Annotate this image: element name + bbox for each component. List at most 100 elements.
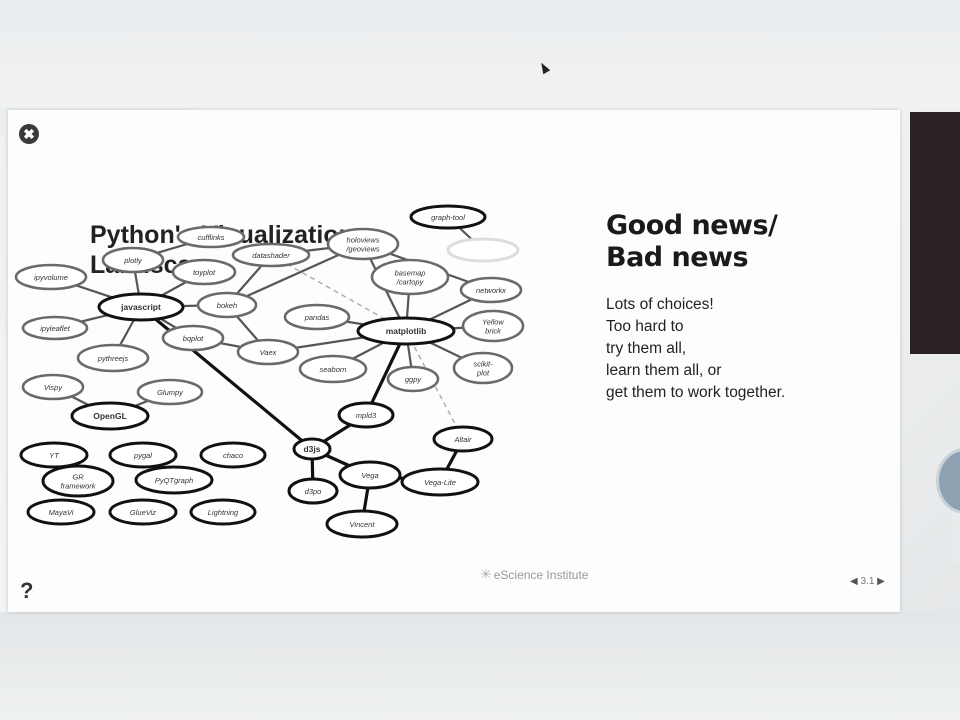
node-mayavi-shape <box>26 498 96 526</box>
node-seaborn: seaborn <box>298 354 368 384</box>
node-altair-label: Altair <box>453 435 472 444</box>
library-landscape-diagram: graph-toolcufflinksdatashaderholoviews/g… <box>14 204 525 539</box>
slide-navigation: ◀ 3.1 ▶ <box>850 576 885 587</box>
prev-slide-icon[interactable]: ◀ <box>850 576 858 587</box>
node-yellowbrick-label: brick <box>485 327 502 336</box>
node-pythreejs: pythreejs <box>76 343 150 373</box>
node-pyqtgraph-label: PyQTgraph <box>155 476 193 485</box>
node-mayavi: MayaVi <box>26 498 96 526</box>
node-grframework-label: GR <box>72 473 84 482</box>
node-ggpy-label: ggpy <box>405 375 423 384</box>
node-vaex-shape <box>236 338 300 366</box>
escience-logo: ✳eScience Institute <box>480 566 588 583</box>
node-ipyvolume-label: ipyvolume <box>34 273 68 282</box>
node-holoviews-shape <box>326 227 400 261</box>
node-yellowbrick-label: Yellow <box>482 318 504 327</box>
edge-matplotlib-altair <box>405 330 464 440</box>
node-ipyleaflet-shape <box>21 315 89 341</box>
node-vincent-shape <box>325 509 399 539</box>
edge-javascript-d3js <box>139 305 314 451</box>
node-scikitplot-label: scikit- <box>473 360 493 369</box>
node-matplotlib: matplotlib <box>356 316 456 346</box>
node-ggpy-shape <box>386 365 440 393</box>
node-networkx-label: networkx <box>476 286 506 295</box>
node-vega: Vega <box>338 460 402 490</box>
node-pandas-label: pandas <box>304 313 330 322</box>
node-opengl: OpenGL <box>70 401 150 431</box>
node-vegalite-label: Vega-Lite <box>424 478 456 487</box>
node-d3po-shape <box>287 477 339 505</box>
node-javascript: javascript <box>97 292 185 322</box>
node-yt: YT <box>19 441 89 469</box>
node-bokeh-shape <box>196 291 258 319</box>
node-basemap-shape <box>370 258 450 296</box>
node-toyplot: toyplot <box>171 258 237 286</box>
node-grframework-shape <box>41 464 115 498</box>
node-plotly: plotly <box>101 246 165 274</box>
node-javascript-label: javascript <box>120 302 161 312</box>
node-pygal: pygal <box>108 441 178 469</box>
node-ipyleaflet: ipyleaflet <box>21 315 89 341</box>
node-yt-label: YT <box>49 451 60 460</box>
node-glueviz-shape <box>108 498 178 526</box>
node-pyqtgraph-shape <box>134 465 214 495</box>
node-basemap-label: basemap <box>395 269 426 278</box>
right-body-text: Lots of choices! Too hard to try them al… <box>606 294 785 404</box>
help-icon[interactable]: ? <box>20 578 34 603</box>
next-slide-icon[interactable]: ▶ <box>877 576 885 587</box>
node-networkx-shape <box>459 276 523 304</box>
node-vincent-label: Vincent <box>350 520 376 529</box>
node-vega-label: Vega <box>361 471 378 480</box>
node-pygal-shape <box>108 441 178 469</box>
node-holoviews-label: /geoviews <box>345 245 380 254</box>
right-heading-line-1: Good news/ <box>606 210 778 241</box>
node-glumpy: Glumpy <box>136 378 204 406</box>
node-basemap: basemap/cartopy <box>370 258 450 296</box>
node-datashader: datashader <box>231 242 311 268</box>
node-bqplot: bqplot <box>161 324 225 352</box>
node-opengl-label: OpenGL <box>93 411 127 421</box>
node-graph-tool-shape <box>409 204 487 230</box>
node-d3po: d3po <box>287 477 339 505</box>
node-cufflinks-shape <box>176 225 246 249</box>
node-cufflinks-label: cufflinks <box>197 233 224 242</box>
node-chaco-label: chaco <box>223 451 243 460</box>
node-scikitplot-label: plot <box>476 369 490 378</box>
node-bokeh: bokeh <box>196 291 258 319</box>
node-cufflinks: cufflinks <box>176 225 246 249</box>
node-seaborn-label: seaborn <box>319 365 346 374</box>
node-ipyleaflet-label: ipyleaflet <box>40 324 71 333</box>
body-line-5: get them to work together. <box>606 384 786 401</box>
node-networkx: networkx <box>459 276 523 304</box>
node-bokeh-label: bokeh <box>217 301 237 310</box>
node-glueviz-label: GlueViz <box>130 508 156 517</box>
node-matplotlib-shape <box>356 316 456 346</box>
background-bottom <box>0 612 960 720</box>
diagram-nodes: graph-toolcufflinksdatashaderholoviews/g… <box>14 204 525 539</box>
node-d3js: d3js <box>292 437 332 461</box>
node-glueviz: GlueViz <box>108 498 178 526</box>
close-icon[interactable]: ✖ <box>19 124 39 144</box>
node-mpld3: mpld3 <box>337 401 395 429</box>
node-opengl-shape <box>70 401 150 431</box>
node-vaex-label: Vaex <box>260 348 277 357</box>
node-graph-tool-label: graph-tool <box>431 213 465 222</box>
slide: ✖ Python's Visualization Landscape graph… <box>8 110 900 612</box>
right-heading: Good news/ Bad news <box>606 210 778 274</box>
node-vispy: Vispy <box>21 373 85 401</box>
node-d3js-label: d3js <box>303 444 320 454</box>
node-lightning-shape <box>189 498 257 526</box>
node-seaborn-shape <box>298 354 368 384</box>
body-line-2: Too hard to <box>606 318 684 335</box>
node-chaco: chaco <box>199 441 267 469</box>
escience-logo-text: eScience Institute <box>493 568 589 582</box>
node-lightning-label: Lightning <box>208 508 239 517</box>
node-datashader-shape <box>231 242 311 268</box>
node-vispy-label: Vispy <box>44 383 63 392</box>
node-vegalite-shape <box>400 467 480 497</box>
right-heading-line-2: Bad news <box>606 242 749 273</box>
node-pandas-shape <box>283 303 351 331</box>
node-graph-tool: graph-tool <box>409 204 487 230</box>
